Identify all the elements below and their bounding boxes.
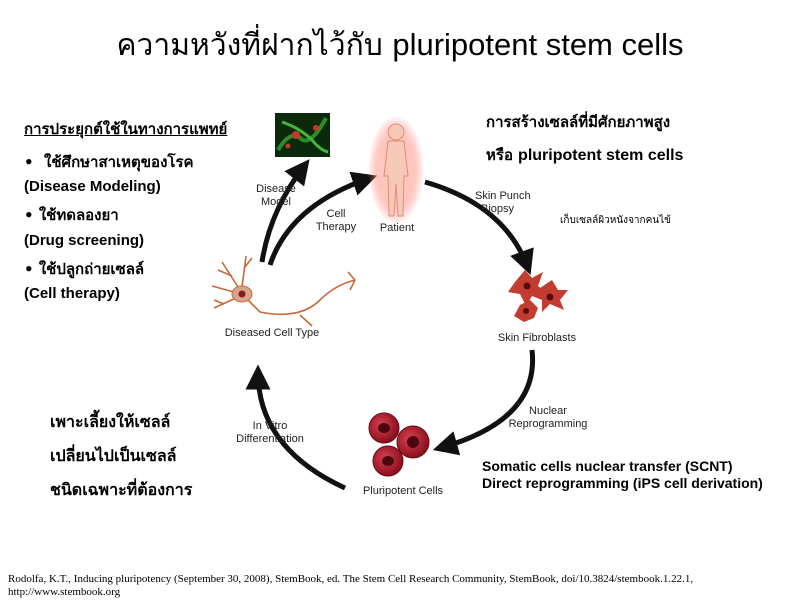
node-label-skin-fibroblasts: Skin Fibroblasts [497, 332, 577, 344]
arrow-disease-model [259, 159, 310, 263]
arrow-label-line: Differentiation [236, 433, 304, 445]
arrow-label-line: Reprogramming [508, 418, 588, 430]
application-item-3: • ใช้ปลูกถ่ายเซลล์ [24, 257, 144, 281]
title-english: pluripotent stem cells [392, 27, 684, 62]
arrow-label-cell-therapy: Cell Therapy [308, 208, 364, 234]
arrow-cell-therapy [267, 171, 378, 266]
differentiation-description: เพาะเลี้ยงให้เซลล์ เปลี่ยนไปเป็นเซลล์ ชน… [50, 405, 192, 507]
arrow-label-line: Nuclear [529, 405, 567, 417]
differentiation-line-2: เปลี่ยนไปเป็นเซลล์ [50, 446, 177, 465]
arrow-label-line: Model [261, 196, 291, 208]
bullet: • [24, 206, 34, 224]
application-item-1-thai: ใช้ศึกษาสาเหตุของโรค [44, 153, 194, 171]
citation: Rodolfa, K.T., Inducing pluripotency (Se… [8, 573, 798, 599]
pluripotent-cell-cluster [368, 412, 430, 477]
page-title: ความหวังที่ฝากไว้กับ pluripotent stem ce… [0, 22, 800, 69]
arrow-to-pluripotent [432, 349, 536, 456]
fibroblast-cells [508, 270, 568, 322]
arrow-label-disease-model: Disease Model [248, 183, 304, 209]
application-item-2: • ใช้ทดลองยา [24, 203, 119, 227]
title-thai: ความหวังที่ฝากไว้กับ [116, 28, 383, 63]
arrow-label-line: In Vitro [252, 420, 288, 432]
applications-heading: การประยุกต์ใช้ในทางการแพทย์ [24, 120, 228, 138]
arrow-label-line: Therapy [315, 221, 357, 233]
generation-heading-line1: การสร้างเซลล์ที่มีศักยภาพสูง [486, 113, 671, 131]
bullet: • [24, 260, 34, 278]
neuron-nucleus [238, 290, 246, 298]
arrow-to-diseased-cell [245, 364, 347, 491]
generation-heading-english: pluripotent stem cells [518, 147, 684, 164]
arrow-label-line: Biopsy [481, 203, 515, 215]
differentiation-line-3: ชนิดเฉพาะที่ต้องการ [50, 480, 193, 499]
arrow-label-line: Disease [256, 183, 296, 195]
application-item-1: • ใช้ศึกษาสาเหตุของโรค [24, 150, 194, 174]
disease-model-micrograph [275, 113, 330, 157]
application-item-3-thai: ใช้ปลูกถ่ายเซลล์ [38, 260, 145, 278]
application-item-2-english: (Drug screening) [24, 232, 145, 249]
arrow-label-in-vitro-differentiation: In Vitro Differentiation [230, 420, 310, 446]
diseased-neuron [211, 255, 356, 327]
citation-line-1: Rodolfa, K.T., Inducing pluripotency (Se… [8, 573, 694, 585]
generation-heading-or: หรือ [486, 146, 513, 164]
node-label-diseased-cell-type: Diseased Cell Type [224, 327, 320, 339]
node-label-patient: Patient [379, 222, 415, 234]
bullet: • [24, 153, 34, 171]
reprogramming-methods: Somatic cells nuclear transfer (SCNT) Di… [482, 458, 763, 492]
generation-heading-line2: หรือ pluripotent stem cells [486, 143, 683, 167]
arrow-label-line: Cell [326, 208, 346, 220]
method-ips: Direct reprogramming (iPS cell derivatio… [482, 475, 763, 491]
application-item-1-english: (Disease Modeling) [24, 178, 161, 195]
citation-url: http://www.stembook.org [8, 586, 121, 598]
arrow-label-nuclear-reprogramming: Nuclear Reprogramming [493, 405, 603, 431]
application-item-2-thai: ใช้ทดลองยา [38, 206, 119, 224]
patient-figure [368, 115, 424, 225]
skin-collection-note: เก็บเซลล์ผิวหนังจากคนไข้ [560, 215, 671, 226]
node-label-pluripotent-cells: Pluripotent Cells [362, 485, 444, 497]
application-item-3-english: (Cell therapy) [24, 285, 120, 302]
differentiation-line-1: เพาะเลี้ยงให้เซลล์ [50, 412, 171, 431]
method-scnt: Somatic cells nuclear transfer (SCNT) [482, 458, 733, 474]
arrow-label-line: Skin Punch [475, 190, 531, 202]
arrow-to-fibroblasts [424, 179, 534, 276]
arrow-label-skin-punch-biopsy: Skin Punch Biopsy [475, 190, 545, 216]
